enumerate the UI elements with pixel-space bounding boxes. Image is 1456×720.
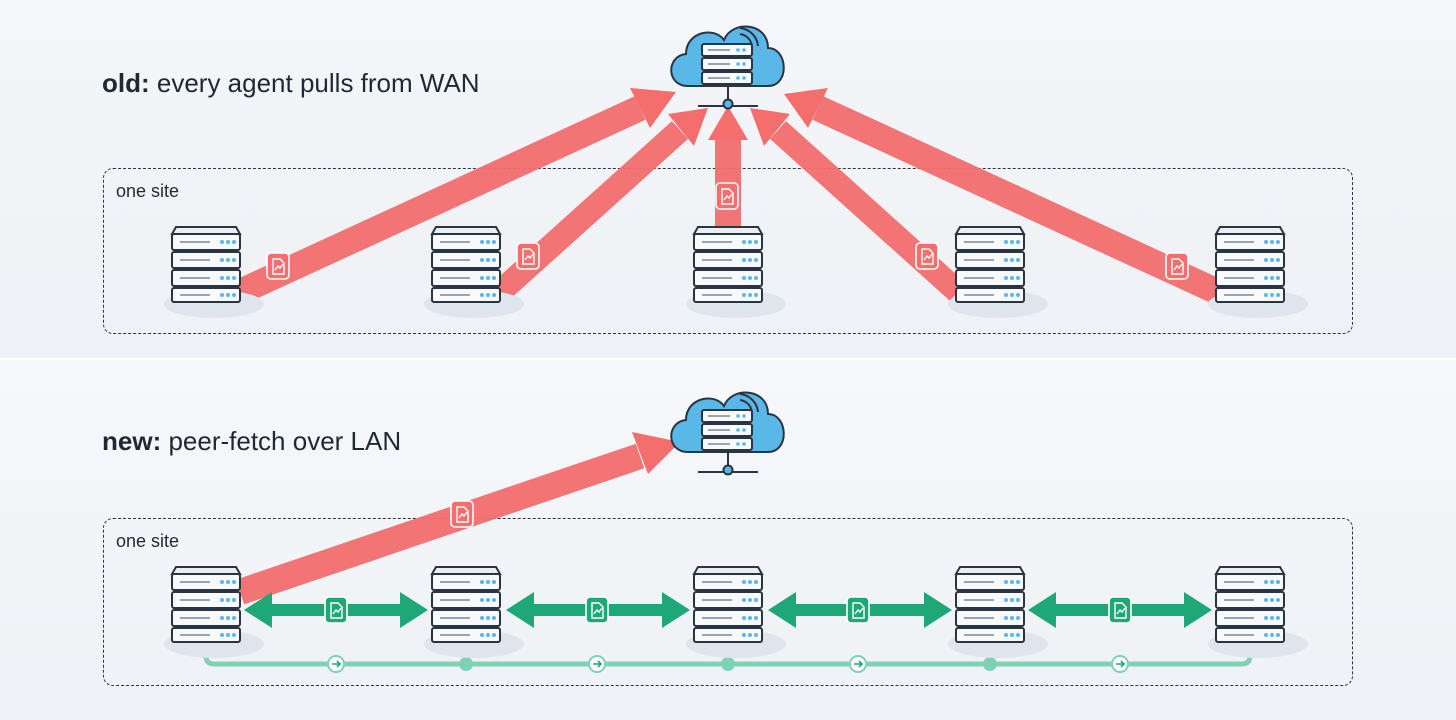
- wan-arrow-5: [812, 96, 1224, 304]
- wan-arrowhead-3: [708, 106, 748, 140]
- wan-arrowhead-2: [668, 108, 708, 146]
- panel-divider: [0, 358, 1456, 360]
- server-icon: [685, 566, 787, 659]
- new-heading-bold: new:: [102, 426, 162, 456]
- old-heading-bold: old:: [102, 68, 150, 98]
- right-arrow-icon: [327, 655, 345, 673]
- wan-arrowhead-5: [784, 88, 828, 128]
- lan-bus: [203, 648, 1253, 673]
- document-chart-icon: [715, 182, 739, 210]
- document-chart-icon: [324, 596, 348, 624]
- wan-arrowhead-1: [630, 88, 676, 128]
- right-arrow-icon: [588, 655, 606, 673]
- new-heading-text: peer-fetch over LAN: [161, 426, 402, 456]
- server-icon: [1207, 566, 1309, 659]
- server-icon: [163, 226, 265, 319]
- new-site-label: one site: [116, 531, 180, 551]
- cloud-server-icon: [670, 391, 785, 476]
- document-chart-icon: [266, 252, 290, 280]
- document-chart-icon: [585, 596, 609, 624]
- document-chart-icon: [915, 242, 939, 270]
- old-heading-text: every agent pulls from WAN: [149, 68, 480, 98]
- server-icon: [423, 566, 525, 659]
- wan-arrow-new: [235, 443, 645, 605]
- server-icon: [685, 226, 787, 319]
- document-chart-icon: [846, 596, 870, 624]
- document-chart-icon: [1165, 252, 1189, 280]
- wan-arrow-1: [234, 96, 646, 304]
- document-chart-icon: [450, 500, 474, 528]
- new-site-boundary: one site: [103, 518, 1353, 686]
- right-arrow-icon: [849, 655, 867, 673]
- wan-arrowhead-new: [632, 432, 680, 474]
- new-heading: new: peer-fetch over LAN: [102, 428, 401, 454]
- document-chart-icon: [516, 242, 540, 270]
- old-site-label: one site: [116, 181, 180, 201]
- lan-arrows: [244, 592, 1212, 628]
- wan-arrowhead-4: [750, 108, 790, 146]
- cloud-server-icon: [670, 25, 785, 110]
- server-icon: [1207, 226, 1309, 319]
- old-heading: old: every agent pulls from WAN: [102, 70, 480, 96]
- document-chart-icon: [1108, 596, 1132, 624]
- right-arrow-icon: [1111, 655, 1129, 673]
- server-icon: [947, 226, 1049, 319]
